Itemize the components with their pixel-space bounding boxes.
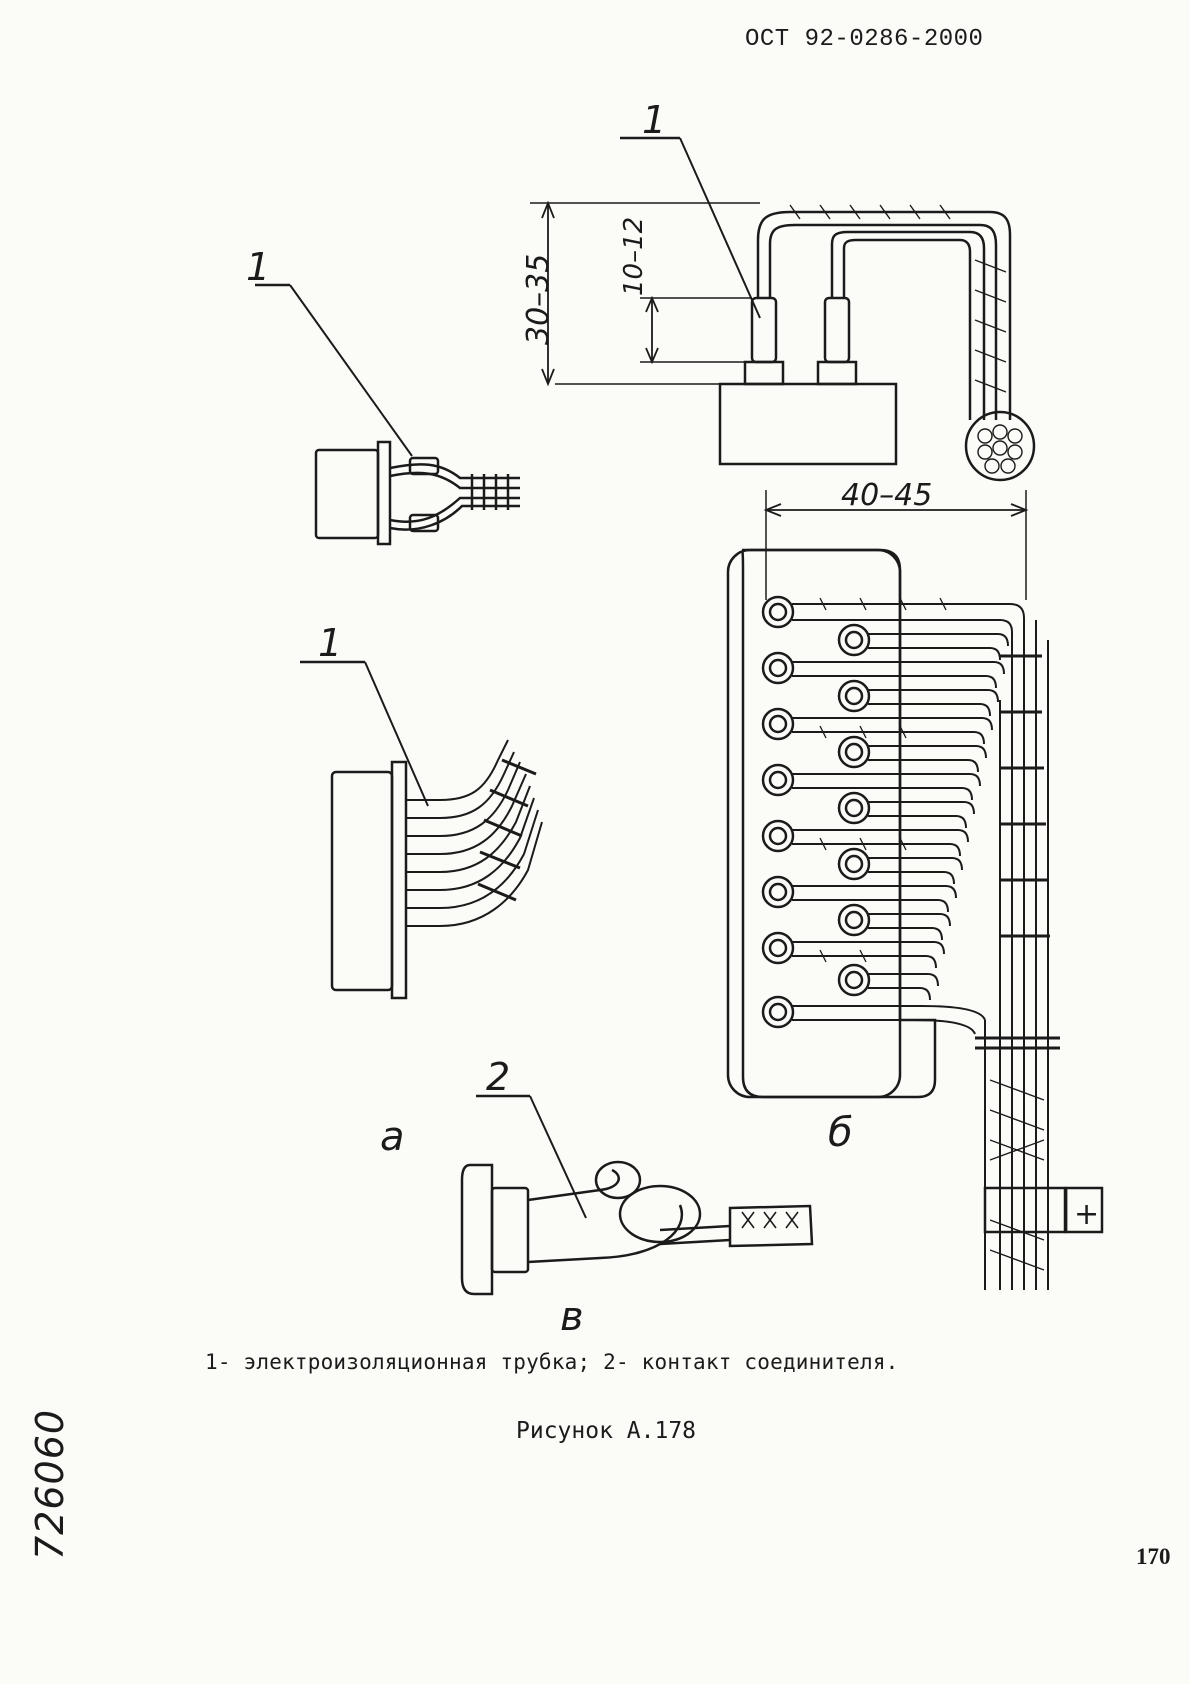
connector-flange bbox=[392, 762, 406, 998]
connector-flange bbox=[378, 442, 390, 544]
page-number: 170 bbox=[1136, 1544, 1171, 1570]
callout-1-mid-left: 1 bbox=[318, 621, 342, 665]
insulating-tube bbox=[825, 298, 849, 362]
braided-wire bbox=[832, 232, 984, 420]
wire-bundle-cross-section bbox=[966, 412, 1034, 480]
view-a-top-connector bbox=[255, 285, 520, 544]
view-b-elevation bbox=[530, 138, 1034, 480]
connector-block bbox=[720, 384, 896, 464]
leader-line bbox=[680, 138, 760, 318]
view-label-v: в bbox=[560, 1294, 584, 1340]
figure-title: Рисунок А.178 bbox=[516, 1418, 696, 1444]
polarity-plus-mark: + bbox=[1074, 1197, 1099, 1232]
view-b-plan bbox=[728, 490, 1102, 1290]
braided-wire bbox=[844, 240, 970, 420]
contact-body bbox=[492, 1188, 528, 1272]
view-a-side-connector bbox=[300, 662, 542, 998]
figure-caption: 1- электроизоляционная трубка; 2- контак… bbox=[205, 1350, 899, 1374]
dimension-width: 40–45 bbox=[841, 478, 932, 513]
wire-loop bbox=[620, 1186, 700, 1242]
dimension-total-height: 30–35 bbox=[521, 254, 556, 345]
pin-base bbox=[818, 362, 856, 384]
view-v-contact-detail bbox=[462, 1096, 812, 1294]
contact-row-left bbox=[763, 597, 793, 1027]
archive-number: 726060 bbox=[28, 1409, 72, 1560]
braided-wire bbox=[758, 212, 1010, 420]
dimension-sleeve-height: 10–12 bbox=[619, 217, 649, 296]
pin-base bbox=[745, 362, 783, 384]
view-label-a: а bbox=[380, 1114, 405, 1160]
connector-body bbox=[316, 450, 378, 538]
callout-2: 2 bbox=[486, 1055, 510, 1099]
connector-body bbox=[332, 772, 392, 990]
view-label-b: б bbox=[828, 1110, 853, 1156]
leader-line bbox=[290, 285, 412, 456]
leader-line bbox=[365, 662, 428, 806]
braided-wire bbox=[770, 225, 996, 420]
contact-row-right bbox=[839, 625, 869, 995]
connector-housing bbox=[728, 550, 900, 1097]
solder-lug bbox=[528, 1205, 682, 1262]
contact-flange bbox=[462, 1165, 492, 1294]
callout-1-top-right: 1 bbox=[642, 98, 666, 142]
callout-1-top-left: 1 bbox=[246, 245, 270, 289]
